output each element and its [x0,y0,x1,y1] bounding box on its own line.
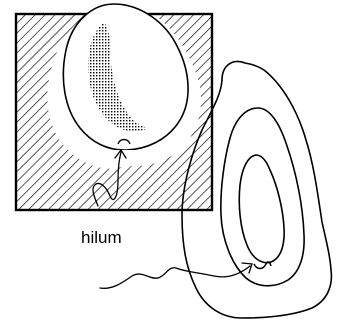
large-grain-middle-ring [221,108,304,286]
inset-box [16,4,212,210]
large-grain-inner-ring [239,155,284,263]
hilum-label: hilum [80,228,123,248]
large-hilum-arrow-line [100,266,250,288]
